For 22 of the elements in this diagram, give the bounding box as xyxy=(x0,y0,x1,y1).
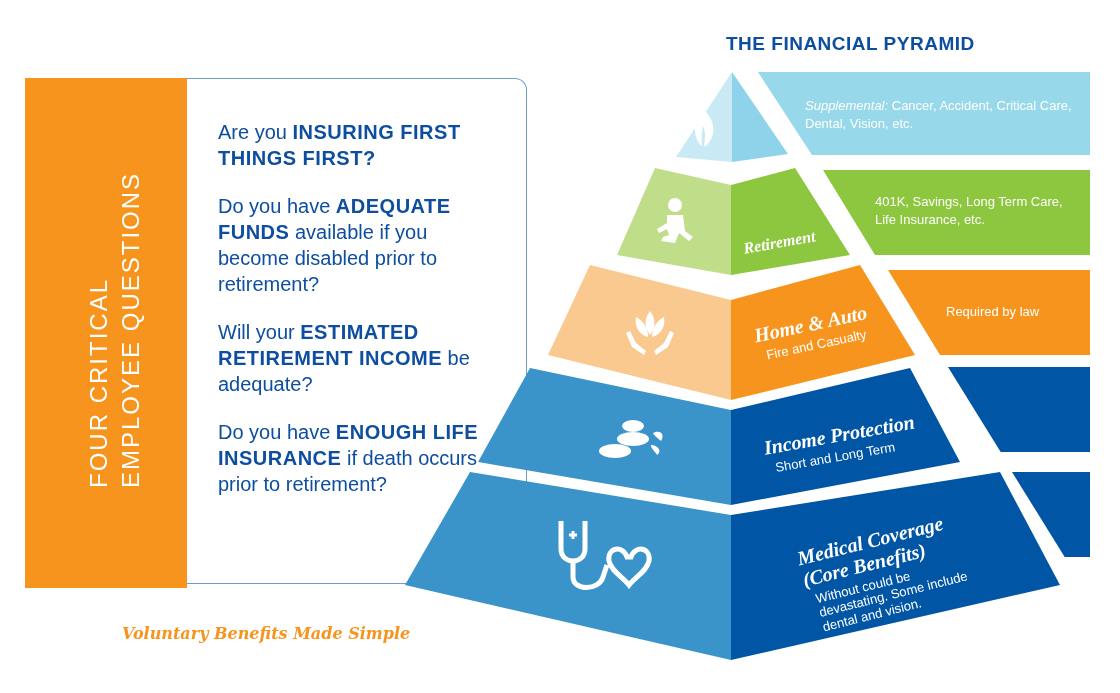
panel-text: Required by law xyxy=(946,303,1041,321)
pyramid-tier xyxy=(617,168,850,275)
info-panel xyxy=(948,367,1090,452)
question-text: Do you have ENOUGH LIFE INSURANCE if death occurs prior to retirement? xyxy=(218,420,480,497)
info-panel xyxy=(758,72,1090,155)
band-heading: FOUR CRITICAL EMPLOYEE QUESTIONS xyxy=(84,170,146,488)
question-card xyxy=(187,78,527,584)
side-band xyxy=(25,78,187,588)
question-text: Are you INSURING FIRST THINGS FIRST? xyxy=(218,120,462,171)
question-text: Will your ESTIMATED RETIREMENT INCOME be adequate? xyxy=(218,320,471,397)
pyramid-tier xyxy=(478,368,960,505)
pyramid-tier xyxy=(548,265,915,400)
tagline: Voluntary Benefits Made Simple xyxy=(122,624,411,643)
info-panel xyxy=(1012,472,1090,557)
info-panel xyxy=(888,270,1090,355)
panel-text: Supplemental: Cancer, Accident, Critical Care, Dental, Vision, etc. xyxy=(805,97,1073,134)
pyramid-tier xyxy=(676,72,788,162)
question-text: Do you have ADEQUATE FUNDS available if you become disabled prior to retirement? xyxy=(218,194,452,297)
panel-text: 401K, Savings, Long Term Care, Life Insurance, etc. xyxy=(875,193,1064,230)
tier-title: Retirement xyxy=(742,226,818,258)
title: THE FINANCIAL PYRAMID xyxy=(726,33,975,55)
info-panel xyxy=(823,170,1090,255)
